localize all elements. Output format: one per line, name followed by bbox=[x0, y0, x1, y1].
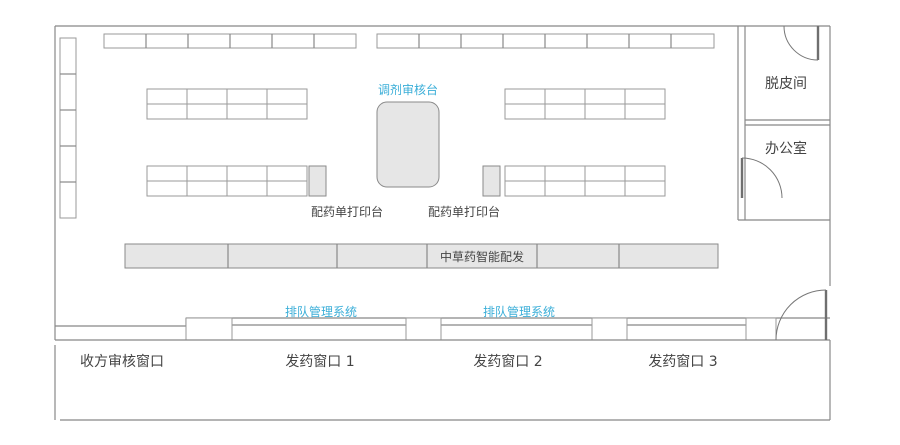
print-station-right bbox=[482, 165, 501, 197]
smart-dispense-machine bbox=[124, 243, 719, 269]
shelf-cell bbox=[544, 103, 586, 120]
shelf-block-bottom-right bbox=[504, 165, 666, 197]
review-desk bbox=[376, 101, 440, 188]
shelf-cell bbox=[544, 88, 586, 105]
queue-system-right-label: 排队管理系统 bbox=[483, 304, 555, 319]
shelf-cell bbox=[146, 165, 188, 182]
shelf-cell bbox=[186, 103, 228, 120]
shelf-cell bbox=[266, 88, 308, 105]
left-cabinet bbox=[59, 37, 77, 219]
shelf-cell bbox=[186, 165, 228, 182]
shelf-cell bbox=[266, 180, 308, 197]
shelf-block-bottom-left bbox=[146, 165, 308, 197]
medicine-shelf-groups bbox=[146, 88, 666, 197]
shelf-cell bbox=[226, 103, 268, 120]
shelf-cell bbox=[584, 180, 626, 197]
shelf-cell bbox=[584, 103, 626, 120]
dispense-window-2-label: 发药窗口 2 bbox=[473, 353, 542, 370]
shelf-cell bbox=[504, 180, 546, 197]
shelf-cell bbox=[146, 88, 188, 105]
peel-room-label: 脱皮间 bbox=[765, 76, 807, 92]
shelf-cell bbox=[584, 88, 626, 105]
shelf-cell bbox=[226, 180, 268, 197]
review-window-label: 收方审核窗口 bbox=[80, 353, 164, 370]
shelf-cell bbox=[544, 165, 586, 182]
shelf-cell bbox=[226, 165, 268, 182]
service-counter bbox=[54, 317, 830, 341]
shelf-block-top-right bbox=[504, 88, 666, 120]
shelf-cell bbox=[186, 180, 228, 197]
shelf-cell bbox=[186, 88, 228, 105]
outer-walls bbox=[54, 25, 831, 421]
peel-room-door bbox=[783, 25, 820, 61]
print-station-right-label: 配药单打印台 bbox=[428, 204, 500, 219]
office-label: 办公室 bbox=[765, 140, 807, 157]
dispense-window-3-label: 发药窗口 3 bbox=[648, 353, 717, 370]
shelf-cell bbox=[624, 88, 666, 105]
shelf-cell bbox=[624, 103, 666, 120]
shelf-cell bbox=[504, 165, 546, 182]
print-station-left-label: 配药单打印台 bbox=[311, 204, 383, 219]
exit-door bbox=[775, 289, 828, 341]
shelf-cell bbox=[584, 165, 626, 182]
shelf-cell bbox=[226, 88, 268, 105]
top-shelves-right bbox=[376, 33, 715, 49]
review-desk-label: 调剂审核台 bbox=[378, 82, 438, 97]
shelf-cell bbox=[266, 165, 308, 182]
dispense-window-1-label: 发药窗口 1 bbox=[285, 353, 354, 370]
queue-system-left-label: 排队管理系统 bbox=[285, 304, 357, 319]
shelf-cell bbox=[504, 88, 546, 105]
shelf-cell bbox=[504, 103, 546, 120]
shelf-cell bbox=[544, 180, 586, 197]
shelf-cell bbox=[146, 180, 188, 197]
print-station-left bbox=[308, 165, 327, 197]
smart-dispense-label: 中草药智能配发 bbox=[440, 249, 524, 264]
shelf-cell bbox=[146, 103, 188, 120]
office-door bbox=[740, 157, 783, 199]
top-shelves-left bbox=[103, 33, 357, 49]
shelf-cell bbox=[624, 165, 666, 182]
shelf-cell bbox=[266, 103, 308, 120]
shelf-block-top-left bbox=[146, 88, 308, 120]
shelf-cell bbox=[624, 180, 666, 197]
